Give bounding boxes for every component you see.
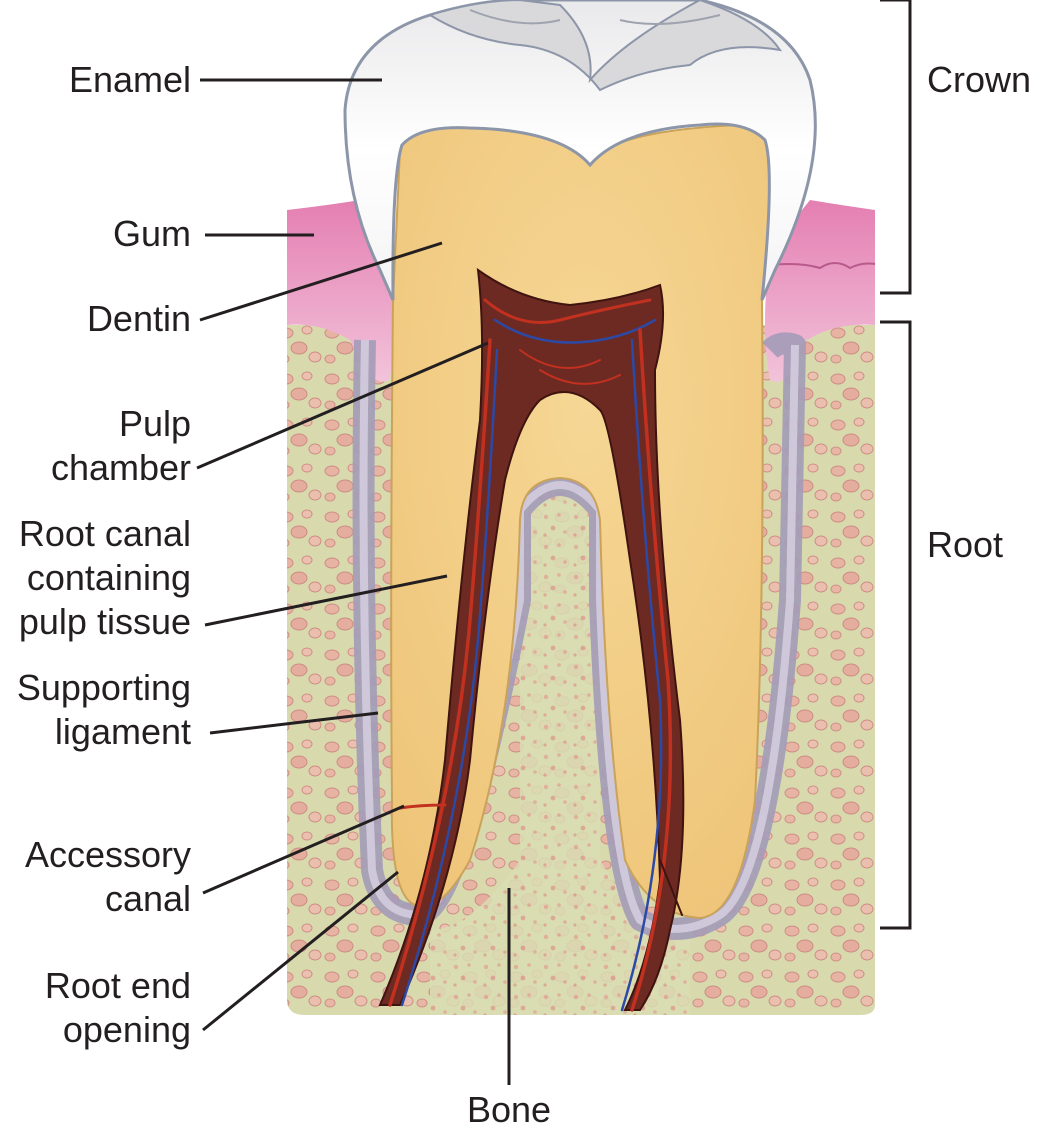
- label-crown-text: Crown: [927, 59, 1031, 100]
- label-dentin: Dentin: [87, 297, 191, 341]
- bracket-root: [880, 322, 910, 928]
- label-bone: Bone: [450, 1088, 568, 1132]
- label-ligament-line1: Supporting: [17, 666, 191, 710]
- label-root-end-opening: Root end opening: [45, 964, 191, 1052]
- label-ligament-line2: ligament: [17, 710, 191, 754]
- label-root-text: Root: [927, 524, 1003, 565]
- label-pulp-chamber-line1: Pulp: [51, 402, 191, 446]
- label-gum-text: Gum: [113, 213, 191, 254]
- label-root-end-opening-line2: opening: [45, 1008, 191, 1052]
- label-root-canal: Root canal containing pulp tissue: [19, 512, 191, 644]
- label-gum: Gum: [113, 212, 191, 256]
- label-crown: Crown: [927, 58, 1031, 102]
- label-dentin-text: Dentin: [87, 298, 191, 339]
- label-root-canal-line2: containing: [19, 556, 191, 600]
- label-root-canal-line1: Root canal: [19, 512, 191, 556]
- bracket-crown: [880, 0, 910, 293]
- label-accessory-canal-line2: canal: [25, 877, 191, 921]
- label-supporting-ligament: Supporting ligament: [17, 666, 191, 754]
- label-accessory-canal: Accessory canal: [25, 833, 191, 921]
- label-bone-text: Bone: [467, 1089, 551, 1130]
- label-root: Root: [927, 523, 1003, 567]
- label-root-canal-line3: pulp tissue: [19, 600, 191, 644]
- label-enamel-text: Enamel: [69, 59, 191, 100]
- label-root-end-opening-line1: Root end: [45, 964, 191, 1008]
- label-accessory-canal-line1: Accessory: [25, 833, 191, 877]
- label-pulp-chamber-line2: chamber: [51, 446, 191, 490]
- label-enamel: Enamel: [69, 58, 191, 102]
- label-pulp-chamber: Pulp chamber: [51, 402, 191, 490]
